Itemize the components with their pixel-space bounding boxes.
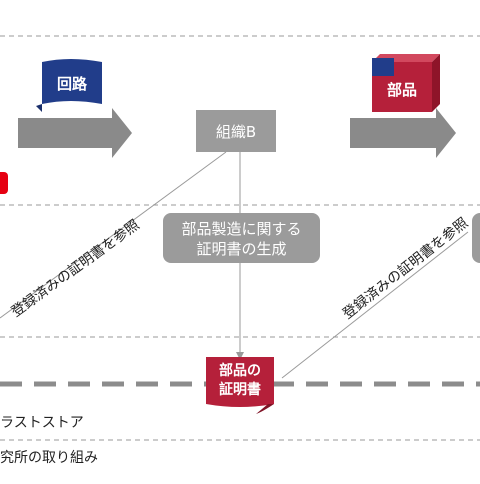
flow-arrow-left <box>18 108 132 158</box>
part-box-side <box>432 54 440 112</box>
org-b-label: 組織B <box>215 123 257 141</box>
part-cert-line2: 証明書 <box>219 382 261 398</box>
circuit-scroll-curl <box>36 104 42 112</box>
part-box-navy-block <box>372 58 394 76</box>
part-certificate-curl <box>256 404 274 414</box>
cert-generation-line2: 証明書の生成 <box>196 240 287 258</box>
cert-generation-box <box>163 213 320 263</box>
cert-generation-line1: 部品製造に関する <box>181 220 302 238</box>
cert-arrowhead <box>236 352 244 360</box>
flow-arrow-right <box>350 108 456 158</box>
part-label: 部品 <box>386 81 417 99</box>
part-cert-line1: 部品の <box>219 363 261 379</box>
circuit-scroll-icon <box>42 59 102 104</box>
org-b-box <box>196 110 276 152</box>
ref-line-left <box>0 151 227 319</box>
part-certificate-icon <box>206 357 274 407</box>
initiative-label: 究所の取り組み <box>0 450 98 466</box>
trust-store-label: ラストストア <box>0 415 84 431</box>
circuit-label: 回路 <box>56 75 87 93</box>
partial-box-right <box>472 213 480 263</box>
ref-line-right <box>281 231 469 379</box>
red-marker <box>0 172 8 194</box>
